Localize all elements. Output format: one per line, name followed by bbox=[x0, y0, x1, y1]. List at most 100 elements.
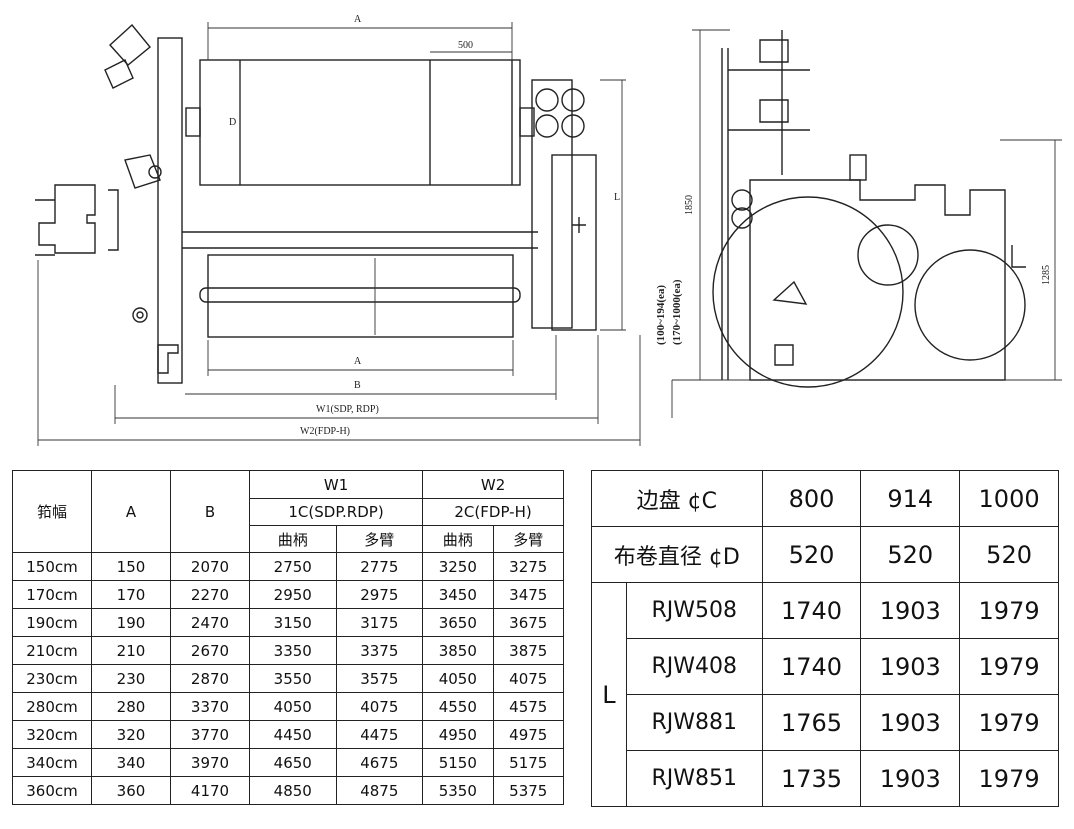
dim-B: B bbox=[354, 380, 361, 391]
table-cell: 5350 bbox=[422, 776, 494, 805]
table-cell: 4075 bbox=[335, 692, 424, 721]
table-cell: 4550 bbox=[422, 692, 494, 721]
table-cell: 3450 bbox=[422, 580, 494, 609]
header-crank-w1: 曲柄 bbox=[249, 525, 337, 553]
row-label-flange: 边盘 ¢C bbox=[591, 470, 763, 527]
table-cell: 340 bbox=[91, 748, 171, 777]
table-cell: 4450 bbox=[249, 720, 337, 749]
dim-A-bottom: A bbox=[354, 356, 362, 367]
header-W2: W2 bbox=[422, 470, 564, 499]
dim-D: D bbox=[229, 117, 236, 128]
table-cell: 4675 bbox=[335, 748, 424, 777]
model-value: 1979 bbox=[959, 694, 1059, 751]
model-value: 1903 bbox=[860, 582, 961, 639]
table-cell: 3350 bbox=[249, 636, 337, 665]
table-cell: 4850 bbox=[249, 776, 337, 805]
model-value: 1740 bbox=[761, 582, 862, 639]
table-cell: 170cm bbox=[12, 580, 92, 609]
model-value: 1735 bbox=[761, 750, 862, 807]
table-cell: 4975 bbox=[492, 720, 565, 749]
header-B: B bbox=[170, 470, 250, 553]
header-W1-sub: 1C(SDP.RDP) bbox=[248, 498, 424, 526]
table-cell: 4650 bbox=[249, 748, 337, 777]
cloth-roll-value: 520 bbox=[761, 526, 862, 583]
drawing-labels: A 500 D L A B W1(SDP, RDP) W2(FDP-H) 185… bbox=[229, 14, 1052, 437]
table-cell: 4050 bbox=[249, 692, 337, 721]
table-cell: 3875 bbox=[492, 636, 565, 665]
table-cell: 3150 bbox=[249, 608, 337, 637]
model-value: 1765 bbox=[761, 694, 862, 751]
model-value: 1903 bbox=[860, 694, 961, 751]
dim-range-1: (100~194(ea) bbox=[655, 285, 667, 345]
row-label-cloth-roll: 布卷直径 ¢D bbox=[591, 526, 763, 583]
dim-L: L bbox=[614, 192, 620, 203]
table-cell: 150cm bbox=[12, 552, 92, 581]
table-cell: 3375 bbox=[335, 636, 424, 665]
front-dimensions bbox=[37, 22, 641, 446]
table-cell: 5175 bbox=[492, 748, 565, 777]
table-cell: 320 bbox=[91, 720, 171, 749]
flange-value: 800 bbox=[761, 470, 862, 527]
model-value: 1979 bbox=[959, 750, 1059, 807]
cloth-roll-value: 520 bbox=[959, 526, 1059, 583]
table-cell: 2070 bbox=[170, 552, 250, 581]
model-name: RJW408 bbox=[625, 638, 763, 695]
table-cell: 360cm bbox=[12, 776, 92, 805]
table-cell: 3650 bbox=[422, 608, 494, 637]
table-cell: 3175 bbox=[335, 608, 424, 637]
table-cell: 4575 bbox=[492, 692, 565, 721]
table-cell: 2775 bbox=[335, 552, 424, 581]
header-dobby-w1: 多臂 bbox=[335, 525, 424, 553]
model-name: RJW851 bbox=[625, 750, 763, 807]
table-cell: 230cm bbox=[12, 664, 92, 693]
dim-500: 500 bbox=[458, 40, 473, 51]
model-value: 1903 bbox=[860, 638, 961, 695]
table-cell: 3370 bbox=[170, 692, 250, 721]
dim-range-2: (170~1000(ea) bbox=[671, 279, 683, 345]
dim-1285: 1285 bbox=[1041, 265, 1052, 285]
table-cell: 320cm bbox=[12, 720, 92, 749]
table-cell: 3850 bbox=[422, 636, 494, 665]
model-name: RJW881 bbox=[625, 694, 763, 751]
table-cell: 2670 bbox=[170, 636, 250, 665]
table-cell: 3250 bbox=[422, 552, 494, 581]
table-cell: 3770 bbox=[170, 720, 250, 749]
dim-W1: W1(SDP, RDP) bbox=[316, 404, 379, 415]
side-dimensions bbox=[671, 29, 1062, 418]
header-W2-sub: 2C(FDP-H) bbox=[422, 498, 564, 526]
table-cell: 3970 bbox=[170, 748, 250, 777]
table-cell: 2975 bbox=[335, 580, 424, 609]
model-value: 1903 bbox=[860, 750, 961, 807]
width-dimensions-table: 筘幅 A B W1 W2 1C(SDP.RDP) 2C(FDP-H) 曲柄 多臂… bbox=[12, 470, 565, 805]
table-cell: 150 bbox=[91, 552, 171, 581]
table-cell: 3575 bbox=[335, 664, 424, 693]
table-cell: 5150 bbox=[422, 748, 494, 777]
machine-drawing: A 500 D L A B W1(SDP, RDP) W2(FDP-H) 185… bbox=[35, 14, 1062, 446]
header-crank-w2: 曲柄 bbox=[422, 525, 494, 553]
side-view bbox=[712, 30, 1026, 388]
dim-W2: W2(FDP-H) bbox=[300, 426, 350, 437]
cloth-roll-value: 520 bbox=[860, 526, 961, 583]
table-cell: 4475 bbox=[335, 720, 424, 749]
table-cell: 2270 bbox=[170, 580, 250, 609]
table-cell: 210 bbox=[91, 636, 171, 665]
header-W1: W1 bbox=[248, 470, 424, 499]
table-cell: 230 bbox=[91, 664, 171, 693]
table-cell: 3550 bbox=[249, 664, 337, 693]
header-reed-width: 筘幅 bbox=[12, 470, 92, 553]
model-dimensions-table: 边盘 ¢C 800 914 1000 布卷直径 ¢D 520 520 520 L… bbox=[591, 470, 1059, 807]
header-dobby-w2: 多臂 bbox=[492, 525, 565, 553]
table-cell: 4075 bbox=[492, 664, 565, 693]
table-cell: 210cm bbox=[12, 636, 92, 665]
flange-value: 1000 bbox=[959, 470, 1059, 527]
table-cell: 2750 bbox=[249, 552, 337, 581]
header-A: A bbox=[91, 470, 171, 553]
